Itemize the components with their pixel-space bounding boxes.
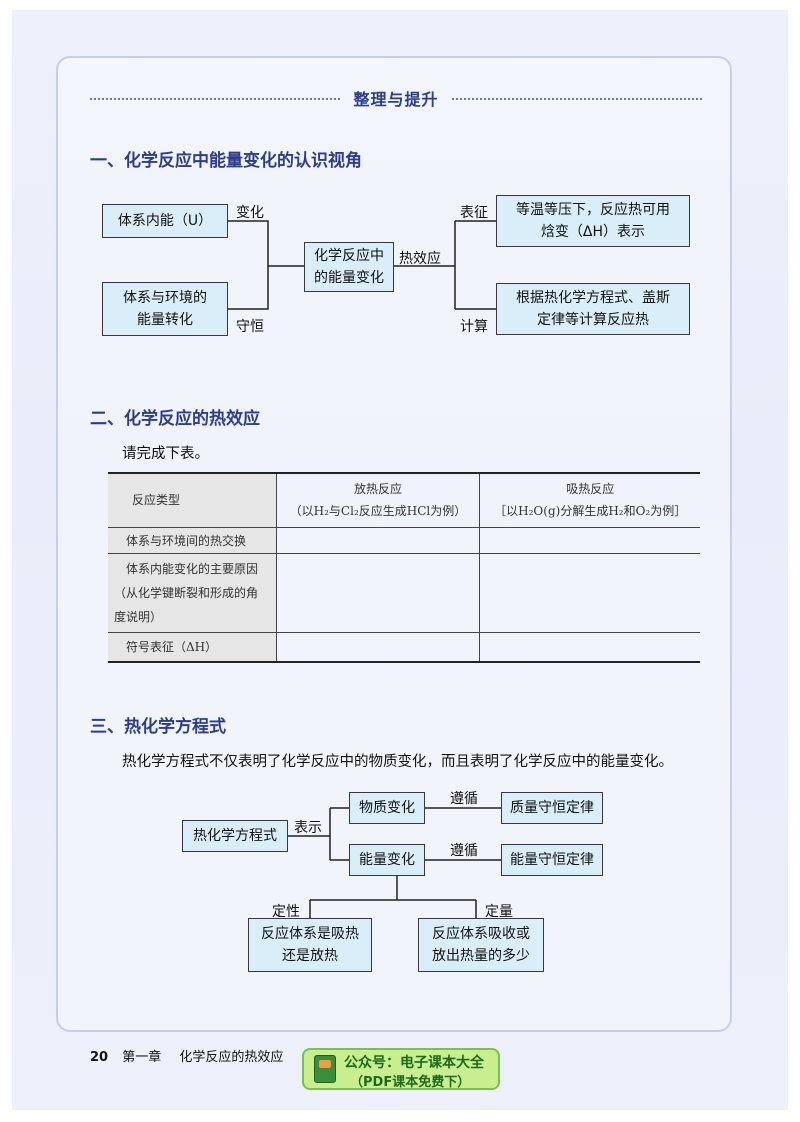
- box-energy-change-center: 化学反应中 的能量变化: [304, 242, 394, 292]
- box-enthalpy-line2: 焓变（ΔH）表示: [540, 224, 646, 240]
- table-row-energy-cause: 体系内能变化的主要原因（从化学键断裂和形成的角度说明）: [108, 552, 277, 633]
- box-enthalpy-line1: 等温等压下，反应热可用: [516, 202, 670, 218]
- label-qualitative: 定性: [272, 904, 300, 920]
- box-calculation: 根据热化学方程式、盖斯 定律等计算反应热: [496, 283, 690, 335]
- header-title: 整理与提升: [353, 90, 439, 109]
- label-calculate: 计算: [460, 319, 488, 335]
- table-header-row: 反应类型 放热反应 （以H₂与Cl₂反应生成HCl为例） 吸热反应 ［以H₂O(…: [108, 472, 700, 528]
- box-enthalpy: 等温等压下，反应热可用 焓变（ΔH）表示: [496, 195, 690, 247]
- section-header: 整理与提升: [90, 86, 702, 110]
- header-dotted-line-left: [90, 98, 340, 100]
- label-conserve: 守恒: [236, 319, 264, 335]
- watermark-line1: 公众号：电子课本大全: [344, 1055, 484, 1071]
- watermark-line2: （PDF课本免费下）: [350, 1075, 471, 1090]
- label-change: 变化: [236, 205, 264, 221]
- box-qualitative-line2: 还是放热: [282, 948, 338, 964]
- box-quantitative-line1: 反应体系吸收或: [432, 926, 530, 942]
- table-cell-empty[interactable]: [275, 526, 481, 554]
- box-center-line2: 的能量变化: [314, 270, 384, 286]
- table-row-heat-exchange: 体系与环境间的热交换: [108, 526, 277, 554]
- box-thermochemical-equation: 热化学方程式: [182, 820, 288, 852]
- box-system-environment-line2: 能量转化: [137, 312, 193, 328]
- header-dotted-line-right: [452, 98, 702, 100]
- table-row: 体系与环境间的热交换: [108, 526, 700, 554]
- table-header-endothermic-line1: 吸热反应: [566, 482, 615, 497]
- box-quantitative: 反应体系吸收或 放出热量的多少: [418, 918, 544, 972]
- box-energy-change: 能量变化: [349, 844, 425, 876]
- box-calculation-line2: 定律等计算反应热: [537, 312, 649, 328]
- heat-effect-table: 反应类型 放热反应 （以H₂与Cl₂反应生成HCl为例） 吸热反应 ［以H₂O(…: [108, 472, 700, 663]
- table-row: 符号表征（ΔH）: [108, 631, 700, 663]
- table-cell-empty[interactable]: [479, 631, 700, 663]
- label-represent-eq: 表示: [294, 820, 322, 836]
- table-header-endothermic-line2: ［以H₂O(g)分解生成H₂和O₂为例］: [494, 504, 687, 519]
- table-header-exothermic-line1: 放热反应: [353, 482, 402, 497]
- table-cell-empty[interactable]: [479, 552, 700, 633]
- section1-title: 一、化学反应中能量变化的认识视角: [90, 151, 362, 171]
- box-mass-conservation-law: 质量守恒定律: [501, 792, 603, 824]
- page-number: 20: [90, 1050, 109, 1065]
- box-system-environment: 体系与环境的 能量转化: [102, 282, 228, 336]
- box-calculation-line1: 根据热化学方程式、盖斯: [516, 290, 670, 306]
- box-qualitative: 反应体系是吸热 还是放热: [248, 918, 372, 972]
- table-header-exothermic-line2: （以H₂与Cl₂反应生成HCl为例）: [289, 504, 467, 519]
- table-row: 体系内能变化的主要原因（从化学键断裂和形成的角度说明）: [108, 552, 700, 633]
- box-center-line1: 化学反应中: [314, 248, 384, 264]
- label-follow-2: 遵循: [450, 843, 478, 859]
- box-qualitative-line1: 反应体系是吸热: [261, 926, 359, 942]
- table-header-exothermic: 放热反应 （以H₂与Cl₂反应生成HCl为例）: [275, 472, 481, 528]
- label-heat-effect: 热效应: [399, 251, 441, 267]
- label-follow-1: 遵循: [450, 791, 478, 807]
- section3-title: 三、热化学方程式: [90, 717, 226, 737]
- section3-paragraph: 热化学方程式不仅表明了化学反应中的物质变化，而且表明了化学反应中的能量变化。: [122, 754, 673, 770]
- footer-chapter: 第一章: [122, 1050, 162, 1065]
- table-row-symbol: 符号表征（ΔH）: [108, 631, 277, 663]
- watermark-badge: 公众号：电子课本大全 （PDF课本免费下）: [302, 1048, 500, 1090]
- box-matter-change: 物质变化: [349, 792, 425, 824]
- box-system-environment-line1: 体系与环境的: [123, 290, 207, 306]
- label-quantitative: 定量: [485, 904, 513, 920]
- section2-title: 二、化学反应的热效应: [90, 409, 260, 429]
- page-footer: 20 第一章 化学反应的热效应: [90, 1046, 283, 1065]
- table-header-endothermic: 吸热反应 ［以H₂O(g)分解生成H₂和O₂为例］: [479, 472, 700, 528]
- box-internal-energy: 体系内能（U）: [102, 204, 228, 238]
- box-quantitative-line2: 放出热量的多少: [432, 948, 530, 964]
- table-cell-empty[interactable]: [275, 631, 481, 663]
- label-represent: 表征: [460, 205, 488, 221]
- box-energy-conservation-law: 能量守恒定律: [501, 844, 603, 876]
- section2-instruction: 请完成下表。: [122, 446, 209, 462]
- footer-chapter-title: 化学反应的热效应: [179, 1050, 284, 1065]
- book-icon: [314, 1055, 336, 1083]
